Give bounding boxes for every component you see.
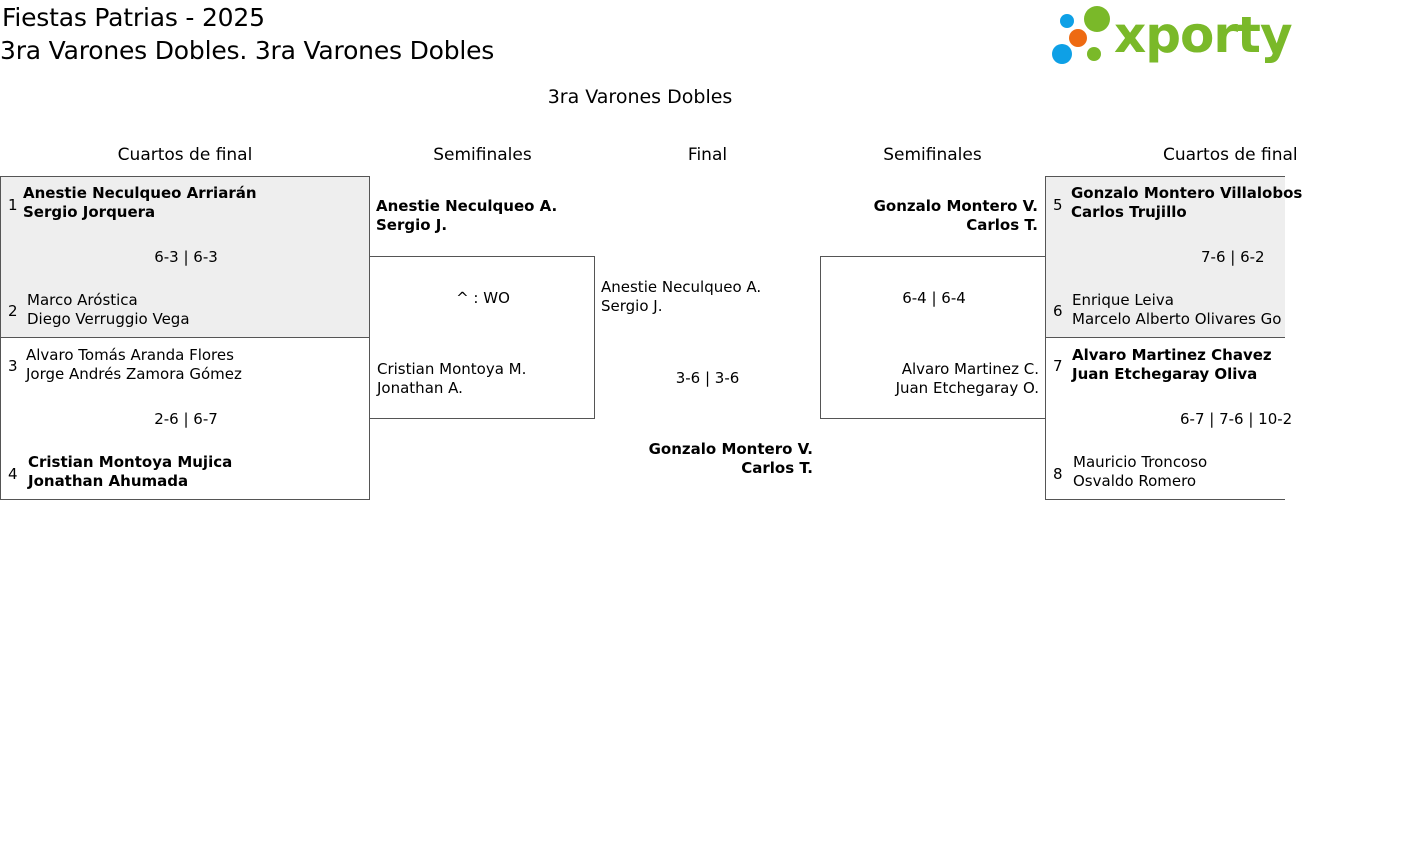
- left-sf-team-winner[interactable]: Anestie Neculqueo A. Sergio J.: [376, 197, 557, 235]
- team-winner[interactable]: Anestie Neculqueo Arriarán Sergio Jorque…: [23, 184, 257, 222]
- round-header-left-qf: Cuartos de final: [117, 145, 253, 165]
- round-header-final: Final: [687, 145, 728, 165]
- player-name: Anestie Neculqueo A.: [601, 278, 762, 296]
- match-right-qf-1[interactable]: 5 Gonzalo Montero Villalobos Carlos Truj…: [1045, 176, 1302, 338]
- seed-number: 8: [1053, 465, 1063, 483]
- final-score: 3-6 | 3-6: [675, 369, 740, 387]
- seed-number: 5: [1053, 196, 1063, 214]
- player-name: Marcelo Alberto Olivares Go: [1072, 310, 1282, 328]
- bracket-title: 3ra Varones Dobles: [547, 86, 733, 108]
- player-name: Alvaro Martinez C.: [901, 360, 1039, 378]
- final-team-left[interactable]: Anestie Neculqueo A. Sergio J.: [601, 278, 761, 316]
- player-name: Alvaro Tomás Aranda Flores: [26, 346, 234, 364]
- match-right-qf-2[interactable]: 7 Alvaro Martinez Chavez Juan Etchegaray…: [1045, 337, 1292, 500]
- round-header-right-sf: Semifinales: [883, 145, 982, 165]
- player-name: Jorge Andrés Zamora Gómez: [26, 365, 242, 383]
- match-score: 6-3 | 6-3: [154, 248, 218, 266]
- match-score: 6-7 | 7-6 | 10-2: [1180, 410, 1293, 428]
- team-winner[interactable]: Gonzalo Montero Villalobos Carlos Trujil…: [1071, 184, 1302, 222]
- match-score: 7-6 | 6-2: [1201, 248, 1265, 266]
- xporty-logo: xporty: [1052, 4, 1293, 66]
- player-name: Jonathan Ahumada: [28, 472, 189, 490]
- player-name: Alvaro Martinez Chavez: [1072, 346, 1272, 364]
- player-name: Carlos T.: [741, 459, 813, 477]
- seed-number: 1: [8, 196, 18, 214]
- match-left-sf[interactable]: ^ : WO Cristian Montoya M. Jonathan A.: [369, 256, 595, 419]
- round-header-left-sf: Semifinales: [433, 145, 532, 165]
- logo-dots-icon: [1052, 6, 1110, 64]
- player-name: Carlos Trujillo: [1071, 203, 1187, 221]
- player-name: Marco Aróstica: [27, 291, 138, 309]
- seed-number: 6: [1053, 302, 1063, 320]
- match-score: 2-6 | 6-7: [154, 410, 218, 428]
- match-left-qf-1[interactable]: 1 Anestie Neculqueo Arriarán Sergio Jorq…: [0, 176, 370, 338]
- player-name: Gonzalo Montero V.: [648, 440, 813, 458]
- player-name: Sergio J.: [601, 297, 663, 315]
- match-score: ^ : WO: [456, 289, 510, 307]
- team-winner[interactable]: Alvaro Martinez Chavez Juan Etchegaray O…: [1072, 346, 1272, 384]
- player-name: Mauricio Troncoso: [1073, 453, 1208, 471]
- player-name: Cristian Montoya M.: [377, 360, 527, 378]
- player-name: Osvaldo Romero: [1073, 472, 1197, 490]
- team-loser[interactable]: Mauricio Troncoso Osvaldo Romero: [1073, 453, 1207, 491]
- right-sf-team-winner[interactable]: Gonzalo Montero V. Carlos T.: [820, 197, 1038, 235]
- category-title: 3ra Varones Dobles. 3ra Varones Dobles: [0, 36, 495, 65]
- player-name: Sergio J.: [376, 216, 448, 234]
- team-loser[interactable]: Marco Aróstica Diego Verruggio Vega: [27, 291, 190, 329]
- team-loser[interactable]: Cristian Montoya M. Jonathan A.: [377, 360, 526, 398]
- player-name: Juan Etchegaray Oliva: [1072, 365, 1258, 383]
- player-name: Juan Etchegaray O.: [895, 379, 1039, 397]
- player-name: Gonzalo Montero Villalobos: [1071, 184, 1303, 202]
- seed-number: 4: [8, 465, 18, 483]
- match-left-qf-2[interactable]: 3 Alvaro Tomás Aranda Flores Jorge André…: [0, 337, 370, 500]
- team-loser[interactable]: Alvaro Martinez C. Juan Etchegaray O.: [821, 360, 1039, 398]
- player-name: Carlos T.: [966, 216, 1038, 234]
- team-winner[interactable]: Cristian Montoya Mujica Jonathan Ahumada: [28, 453, 232, 491]
- player-name: Anestie Neculqueo Arriarán: [23, 184, 257, 202]
- match-score: 6-4 | 6-4: [902, 289, 966, 307]
- player-name: Diego Verruggio Vega: [27, 310, 190, 328]
- team-loser[interactable]: Alvaro Tomás Aranda Flores Jorge Andrés …: [26, 346, 242, 384]
- player-name: Jonathan A.: [377, 379, 463, 397]
- final-champion[interactable]: Gonzalo Montero V. Carlos T.: [595, 440, 813, 478]
- seed-number: 3: [8, 357, 18, 375]
- team-loser[interactable]: Enrique Leiva Marcelo Alberto Olivares G…: [1072, 291, 1281, 329]
- player-name: Enrique Leiva: [1072, 291, 1174, 309]
- player-name: Anestie Neculqueo A.: [376, 197, 558, 215]
- logo-wordmark: xporty: [1114, 6, 1293, 64]
- seed-number: 7: [1053, 357, 1063, 375]
- player-name: Sergio Jorquera: [23, 203, 156, 221]
- seed-number: 2: [8, 302, 18, 320]
- player-name: Cristian Montoya Mujica: [28, 453, 233, 471]
- player-name: Gonzalo Montero V.: [873, 197, 1038, 215]
- round-header-right-qf: Cuartos de final: [1163, 145, 1298, 165]
- tournament-title: Fiestas Patrias - 2025: [2, 3, 265, 32]
- match-right-sf[interactable]: 6-4 | 6-4 Alvaro Martinez C. Juan Etcheg…: [820, 256, 1046, 419]
